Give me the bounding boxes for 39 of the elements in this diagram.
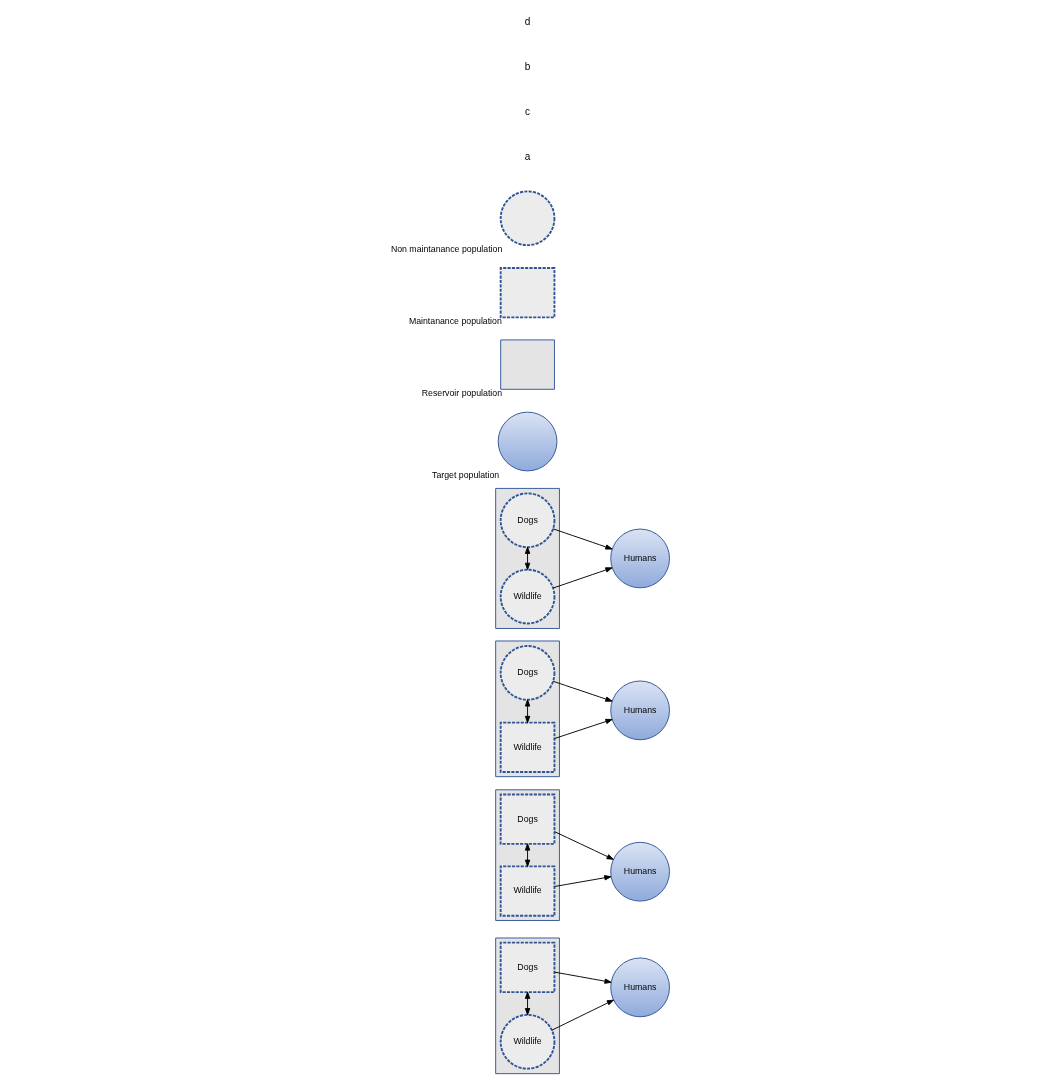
- arrow: [553, 875, 611, 887]
- cluster: [494, 487, 560, 629]
- node-box: Wildlife: [499, 865, 555, 917]
- label: d: [524, 15, 530, 27]
- arrow: [552, 528, 612, 550]
- node-circle: Dogs: [499, 645, 555, 701]
- node-circle: Humans: [609, 841, 670, 902]
- node-label: Maintanance population: [408, 316, 502, 327]
- node-label: Reservoir population: [421, 388, 502, 399]
- node-circle: Humans: [609, 957, 670, 1018]
- node-box: [499, 267, 555, 319]
- cluster: [494, 640, 560, 778]
- node-circle: [497, 411, 557, 472]
- node-circle: Humans: [609, 528, 670, 589]
- arrow: [524, 546, 530, 570]
- node-circle: [499, 190, 555, 247]
- arrow: [524, 991, 530, 1016]
- node-box: Dogs: [499, 941, 555, 993]
- arrow: [553, 831, 614, 860]
- label: b: [524, 60, 530, 72]
- node-box: [499, 339, 555, 390]
- arrow: [553, 718, 613, 739]
- node-circle: Wildlife: [499, 1013, 555, 1070]
- label: c: [524, 106, 530, 117]
- node-circle: Wildlife: [499, 568, 555, 625]
- cluster: [494, 789, 560, 921]
- arrow: [552, 680, 612, 702]
- label: a: [524, 151, 530, 163]
- node-circle: Dogs: [499, 492, 555, 549]
- arrow: [524, 699, 530, 724]
- node-label: Target population: [431, 469, 499, 480]
- cluster: [494, 937, 560, 1075]
- node-label: Non maintanance population: [390, 244, 502, 255]
- node-box: Wildlife: [499, 721, 555, 773]
- node-box: Dogs: [499, 793, 555, 845]
- arrow: [553, 971, 612, 984]
- arrow: [551, 999, 614, 1031]
- node-circle: Humans: [609, 680, 670, 741]
- arrow: [552, 567, 612, 589]
